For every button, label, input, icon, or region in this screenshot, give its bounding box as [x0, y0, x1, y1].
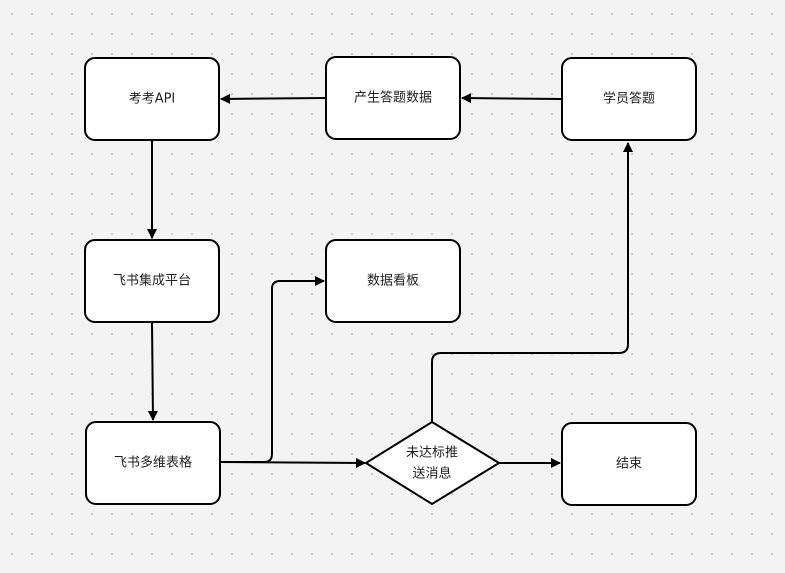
- node-feishu-platform[interactable]: 飞书集成平台: [84, 239, 220, 323]
- node-generate-data-label: 产生答题数据: [354, 90, 432, 106]
- node-feishu-platform-label: 飞书集成平台: [113, 273, 191, 289]
- edge-student-to-generate: [461, 93, 562, 104]
- node-feishu-table-label: 飞书多维表格: [114, 455, 192, 471]
- edge-platform-to-table: [147, 322, 158, 421]
- node-generate-data[interactable]: 产生答题数据: [325, 56, 461, 140]
- node-feishu-table[interactable]: 飞书多维表格: [85, 421, 221, 505]
- edge-table-to-decision: [220, 457, 366, 468]
- node-decision-label-line1: 未达标推: [406, 446, 458, 461]
- node-data-board-label: 数据看板: [367, 273, 419, 289]
- node-data-board[interactable]: 数据看板: [325, 239, 461, 323]
- edges: [147, 93, 633, 468]
- node-end-label: 结束: [616, 457, 642, 472]
- node-student-answer[interactable]: 学员答题: [561, 57, 697, 141]
- edge-decision-to-student: [431, 142, 633, 422]
- node-kaokao-api[interactable]: 考考API: [84, 57, 220, 141]
- node-kaokao-api-label: 考考API: [129, 92, 176, 107]
- edge-table-to-board: [221, 276, 325, 463]
- node-decision[interactable]: 未达标推 送消息: [364, 420, 501, 506]
- edge-generate-to-api: [220, 93, 327, 104]
- node-student-answer-label: 学员答题: [603, 91, 655, 107]
- node-decision-label-line2: 送消息: [412, 466, 451, 482]
- node-end[interactable]: 结束: [561, 422, 697, 506]
